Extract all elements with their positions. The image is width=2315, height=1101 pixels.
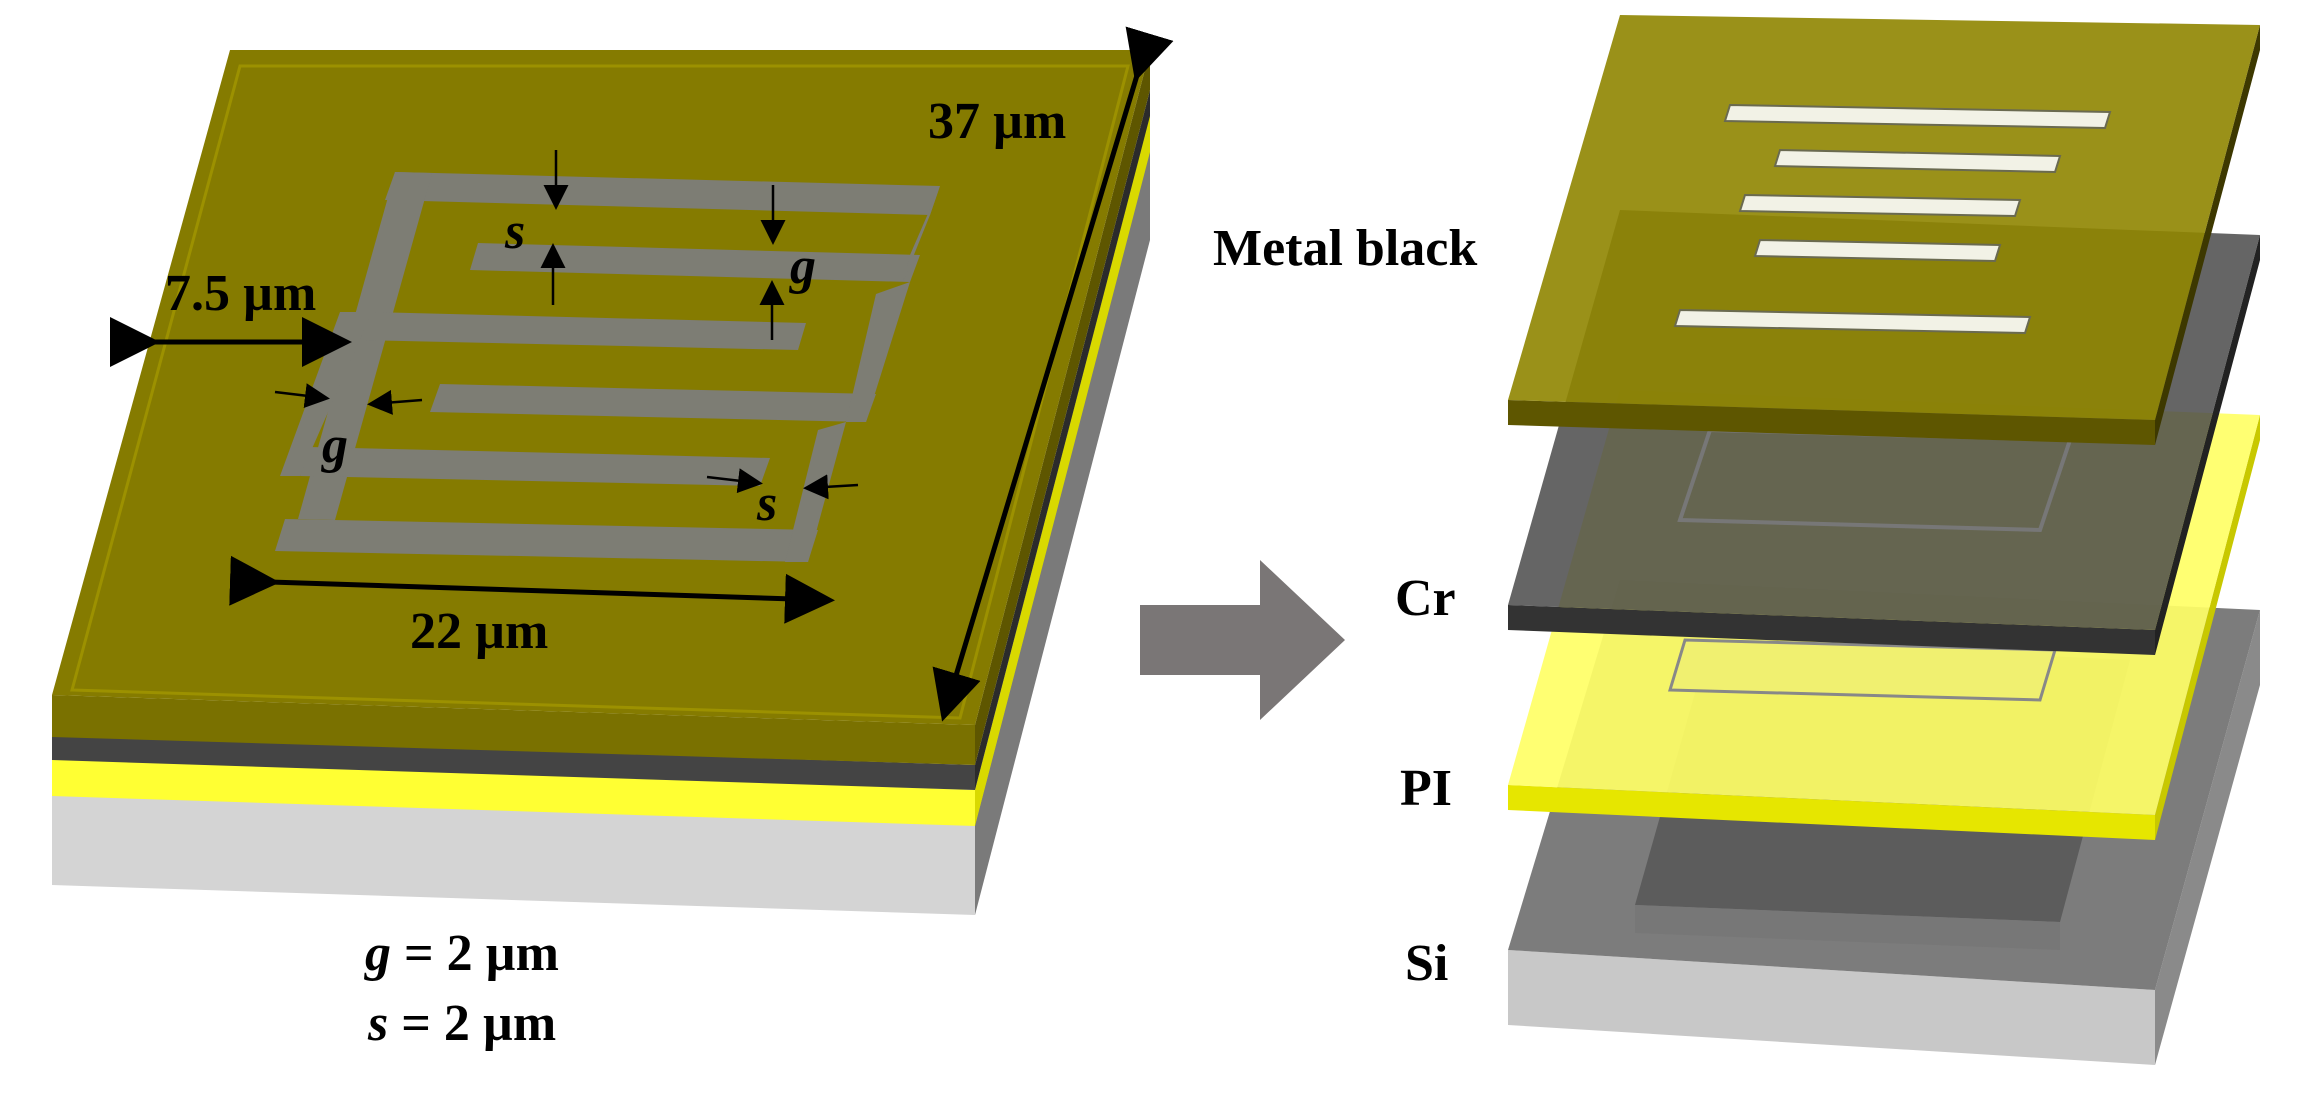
- gap-label-s-top: s: [504, 203, 525, 260]
- si-cavity-wall: [1635, 905, 2060, 950]
- pi-front: [1508, 785, 2155, 840]
- meander-bar: [385, 172, 940, 215]
- meander-bar: [300, 447, 770, 486]
- cr-front: [1508, 605, 2155, 655]
- meander-bar: [360, 312, 806, 350]
- width-dim-line: [932, 26, 1174, 722]
- cr-side: [2155, 235, 2260, 655]
- meander-slot: [1738, 193, 2022, 218]
- si-side: [2155, 610, 2260, 1065]
- equation-g: g = 2 µm: [364, 925, 559, 982]
- meander-slot: [1723, 103, 2112, 130]
- transition-arrow: [1140, 560, 1345, 720]
- meander-bar: [430, 384, 876, 422]
- pi-layer-front: [52, 758, 975, 826]
- si-layer-front: [52, 795, 975, 915]
- layer-label-pi: PI: [1400, 760, 1452, 817]
- pi-side: [2155, 415, 2260, 840]
- metal-black-front: [52, 695, 975, 765]
- gap-arrow: [706, 468, 763, 494]
- meander-dim-line: [229, 555, 835, 624]
- width-dim-label: 37 µm: [928, 93, 1066, 150]
- gap-arrow: [803, 474, 859, 500]
- si-front: [1508, 950, 2155, 1065]
- gap-label-g-left: g: [321, 417, 348, 474]
- meander-bar: [903, 186, 940, 282]
- meander-bar: [846, 282, 910, 422]
- layer-label-cr: Cr: [1395, 570, 1456, 627]
- equation-s: s = 2 µm: [367, 995, 556, 1052]
- exploded-stack: Metal black Cr PI Si: [1213, 15, 2260, 1065]
- gap-label-g-top: g: [789, 238, 816, 295]
- metal-black-meander: [1673, 103, 2112, 335]
- metal-black-top: [1508, 15, 2260, 420]
- assembled-device: 37 µm 7.5 µm 22 µm s g g s g = 2 µm s = …: [52, 26, 1174, 1052]
- meander-bar: [275, 519, 818, 562]
- meander-dim-label: 22 µm: [410, 603, 548, 660]
- offset-dim-label: 7.5 µm: [165, 265, 316, 322]
- layer-label-metal-black: Metal black: [1213, 220, 1477, 277]
- metal-black-front: [1508, 400, 2155, 445]
- meander-slot: [1753, 238, 2002, 263]
- gap-arrow: [367, 389, 423, 415]
- meander-slot: [1773, 148, 2062, 174]
- meander-bar: [470, 243, 920, 282]
- gap-arrow: [274, 383, 330, 409]
- metal-black-layer: [1508, 15, 2260, 445]
- cr-layer-front: [52, 735, 975, 790]
- pi-pattern: [1668, 638, 2057, 702]
- gap-label-s-bottom: s: [756, 475, 777, 532]
- meander-slot: [1673, 308, 2032, 335]
- meander-bar: [298, 172, 432, 520]
- layer-label-si: Si: [1405, 935, 1448, 992]
- metal-black-side: [2155, 25, 2260, 445]
